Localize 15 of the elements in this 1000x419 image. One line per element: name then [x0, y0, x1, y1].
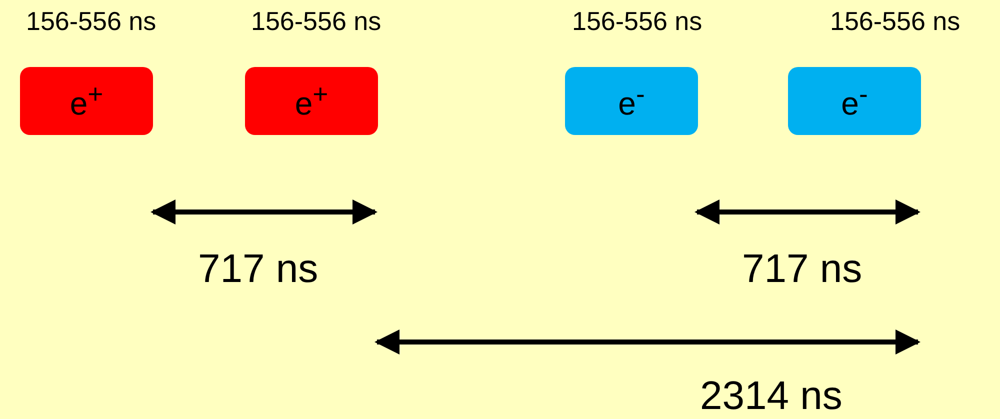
bunch-length-label: 156-556 ns — [26, 6, 156, 37]
particle-label: e$^{-}$ — [841, 79, 868, 123]
particle-bunch-box — [20, 67, 153, 135]
particle-label: e$^{+}$ — [70, 79, 104, 123]
dimension-label: 2314 ns — [700, 374, 842, 419]
bunch-length-label: 156-556 ns — [251, 6, 382, 37]
particle-bunch-box — [788, 67, 921, 135]
bunch-length-label: 156-556 ns — [572, 6, 702, 37]
particle-label: e$^{-}$ — [618, 79, 645, 123]
particle-bunch-box — [245, 67, 378, 135]
dimension-label: 717 ns — [198, 247, 318, 292]
particle-bunch-box — [565, 67, 698, 135]
bunch-length-label: 156-556 ns — [830, 6, 960, 37]
particle-label: e$^{+}$ — [294, 79, 328, 123]
dimension-label: 717 ns — [742, 247, 862, 292]
